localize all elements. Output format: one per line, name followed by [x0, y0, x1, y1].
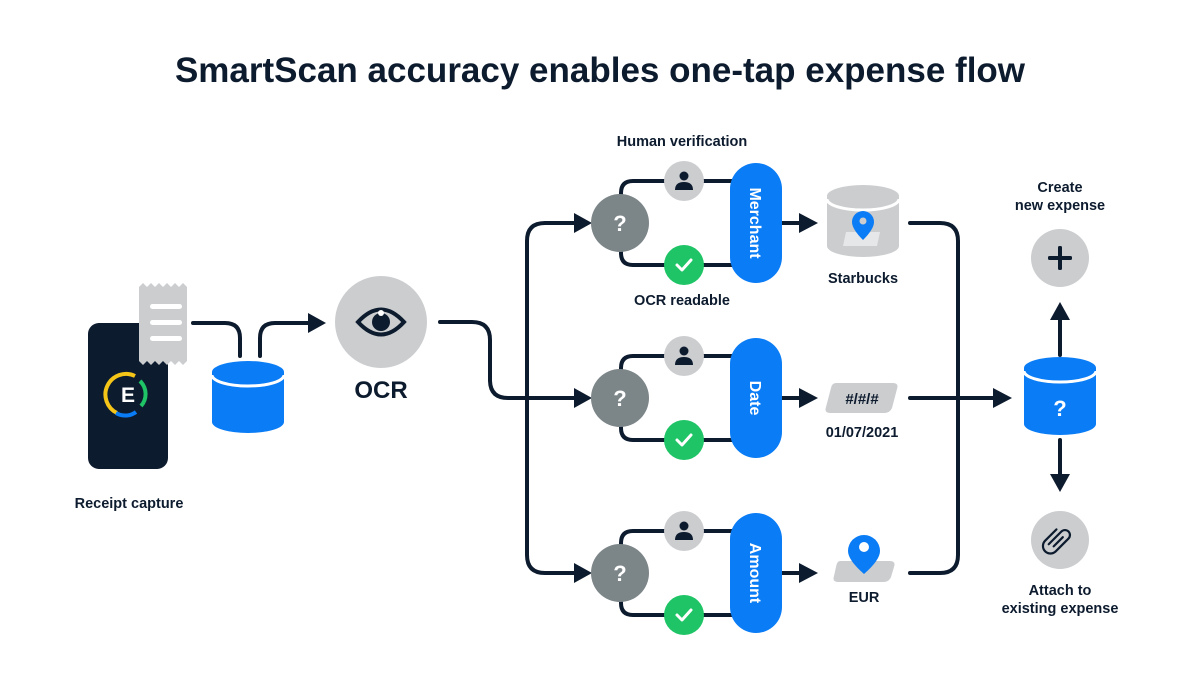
plus-icon: [1048, 246, 1072, 270]
paperclip-icon: [1041, 528, 1072, 555]
question-node: ?: [591, 194, 649, 252]
create-label-line1: Create: [1037, 180, 1082, 196]
arrow-to-ocr: [308, 313, 326, 333]
verification-row-date: ? Date: [591, 336, 782, 460]
field-name: Amount: [746, 543, 763, 604]
person-icon: [675, 346, 693, 365]
date-format-icon: #/#/#: [825, 383, 898, 413]
arrow-to-date-check: [574, 388, 592, 408]
person-icon: [675, 171, 693, 190]
merchant-result-icon: [825, 185, 901, 257]
connector-db-to-ocr: [258, 321, 312, 358]
verification-row-amount: ? Amount: [591, 511, 782, 635]
verification-row-merchant: ? Merchant: [591, 161, 782, 285]
arrow-to-create: [1050, 302, 1070, 320]
arrow-to-amount-result: [799, 563, 818, 583]
amount-result-icon: [833, 535, 895, 582]
receipt-capture-group: E Receipt capture: [75, 283, 286, 512]
ocr-readable-label: OCR readable: [634, 293, 730, 309]
check-icon: [675, 258, 693, 272]
question-mark: ?: [613, 386, 626, 411]
question-node: ?: [591, 544, 649, 602]
attach-label-line2: existing expense: [1002, 601, 1119, 617]
decision-hub: ?: [1022, 357, 1098, 435]
verification-loop-amount: [619, 529, 747, 617]
arrow-to-amount-check: [574, 563, 592, 583]
receipt-capture-label: Receipt capture: [75, 496, 184, 512]
eye-icon: [355, 307, 407, 337]
date-result-label: 01/07/2021: [826, 425, 899, 441]
field-pill-merchant: Merchant: [730, 163, 782, 283]
field-pill-date: Date: [730, 338, 782, 458]
connector-ocr-to-branch: [438, 320, 577, 400]
arrow-to-date-result: [799, 388, 818, 408]
human-verification-label: Human verification: [617, 134, 748, 150]
create-label-line2: new expense: [1015, 198, 1105, 214]
question-node: ?: [591, 369, 649, 427]
ocr-readable-node: [664, 595, 704, 635]
field-pill-amount: Amount: [730, 513, 782, 633]
hub-question-mark: ?: [1053, 396, 1066, 421]
amount-result-label: EUR: [849, 590, 880, 606]
create-new-expense-button[interactable]: [1031, 229, 1089, 287]
check-icon: [675, 433, 693, 447]
person-icon: [675, 521, 693, 540]
arrow-to-attach: [1050, 474, 1070, 492]
question-mark: ?: [613, 561, 626, 586]
human-verification-node: [664, 161, 704, 201]
diagram-title: SmartScan accuracy enables one-tap expen…: [175, 51, 1026, 90]
human-verification-node: [664, 511, 704, 551]
location-pin-icon: [852, 211, 874, 240]
ocr-group: OCR: [335, 276, 427, 404]
question-mark: ?: [613, 211, 626, 236]
receipt-icon: [139, 283, 187, 365]
arrow-to-merchant-check: [574, 213, 592, 233]
expensify-logo-icon: E: [103, 371, 148, 418]
ocr-readable-node: [664, 420, 704, 460]
connector-receipt-to-db: [191, 321, 242, 358]
ocr-readable-node: [664, 245, 704, 285]
date-format-text: #/#/#: [845, 391, 879, 408]
logo-letter: E: [121, 384, 135, 407]
attach-existing-expense-button[interactable]: [1031, 511, 1089, 569]
connectors: [191, 179, 1070, 617]
human-verification-node: [664, 336, 704, 376]
connector-branch-spine: [525, 221, 577, 575]
ocr-label: OCR: [354, 377, 407, 404]
arrow-to-merchant-result: [799, 213, 818, 233]
verification-loop-date: [619, 354, 747, 442]
verification-loop-merchant: [619, 179, 747, 267]
database-icon: [210, 361, 286, 433]
field-name: Date: [746, 381, 763, 416]
merchant-result-label: Starbucks: [828, 271, 898, 287]
field-name: Merchant: [746, 187, 763, 259]
attach-label-line1: Attach to: [1029, 583, 1092, 599]
verification-rows: ? Merchant? Date? Amount: [591, 161, 782, 635]
check-icon: [675, 608, 693, 622]
arrow-to-hub: [993, 388, 1012, 408]
location-pin-icon: [848, 535, 880, 574]
